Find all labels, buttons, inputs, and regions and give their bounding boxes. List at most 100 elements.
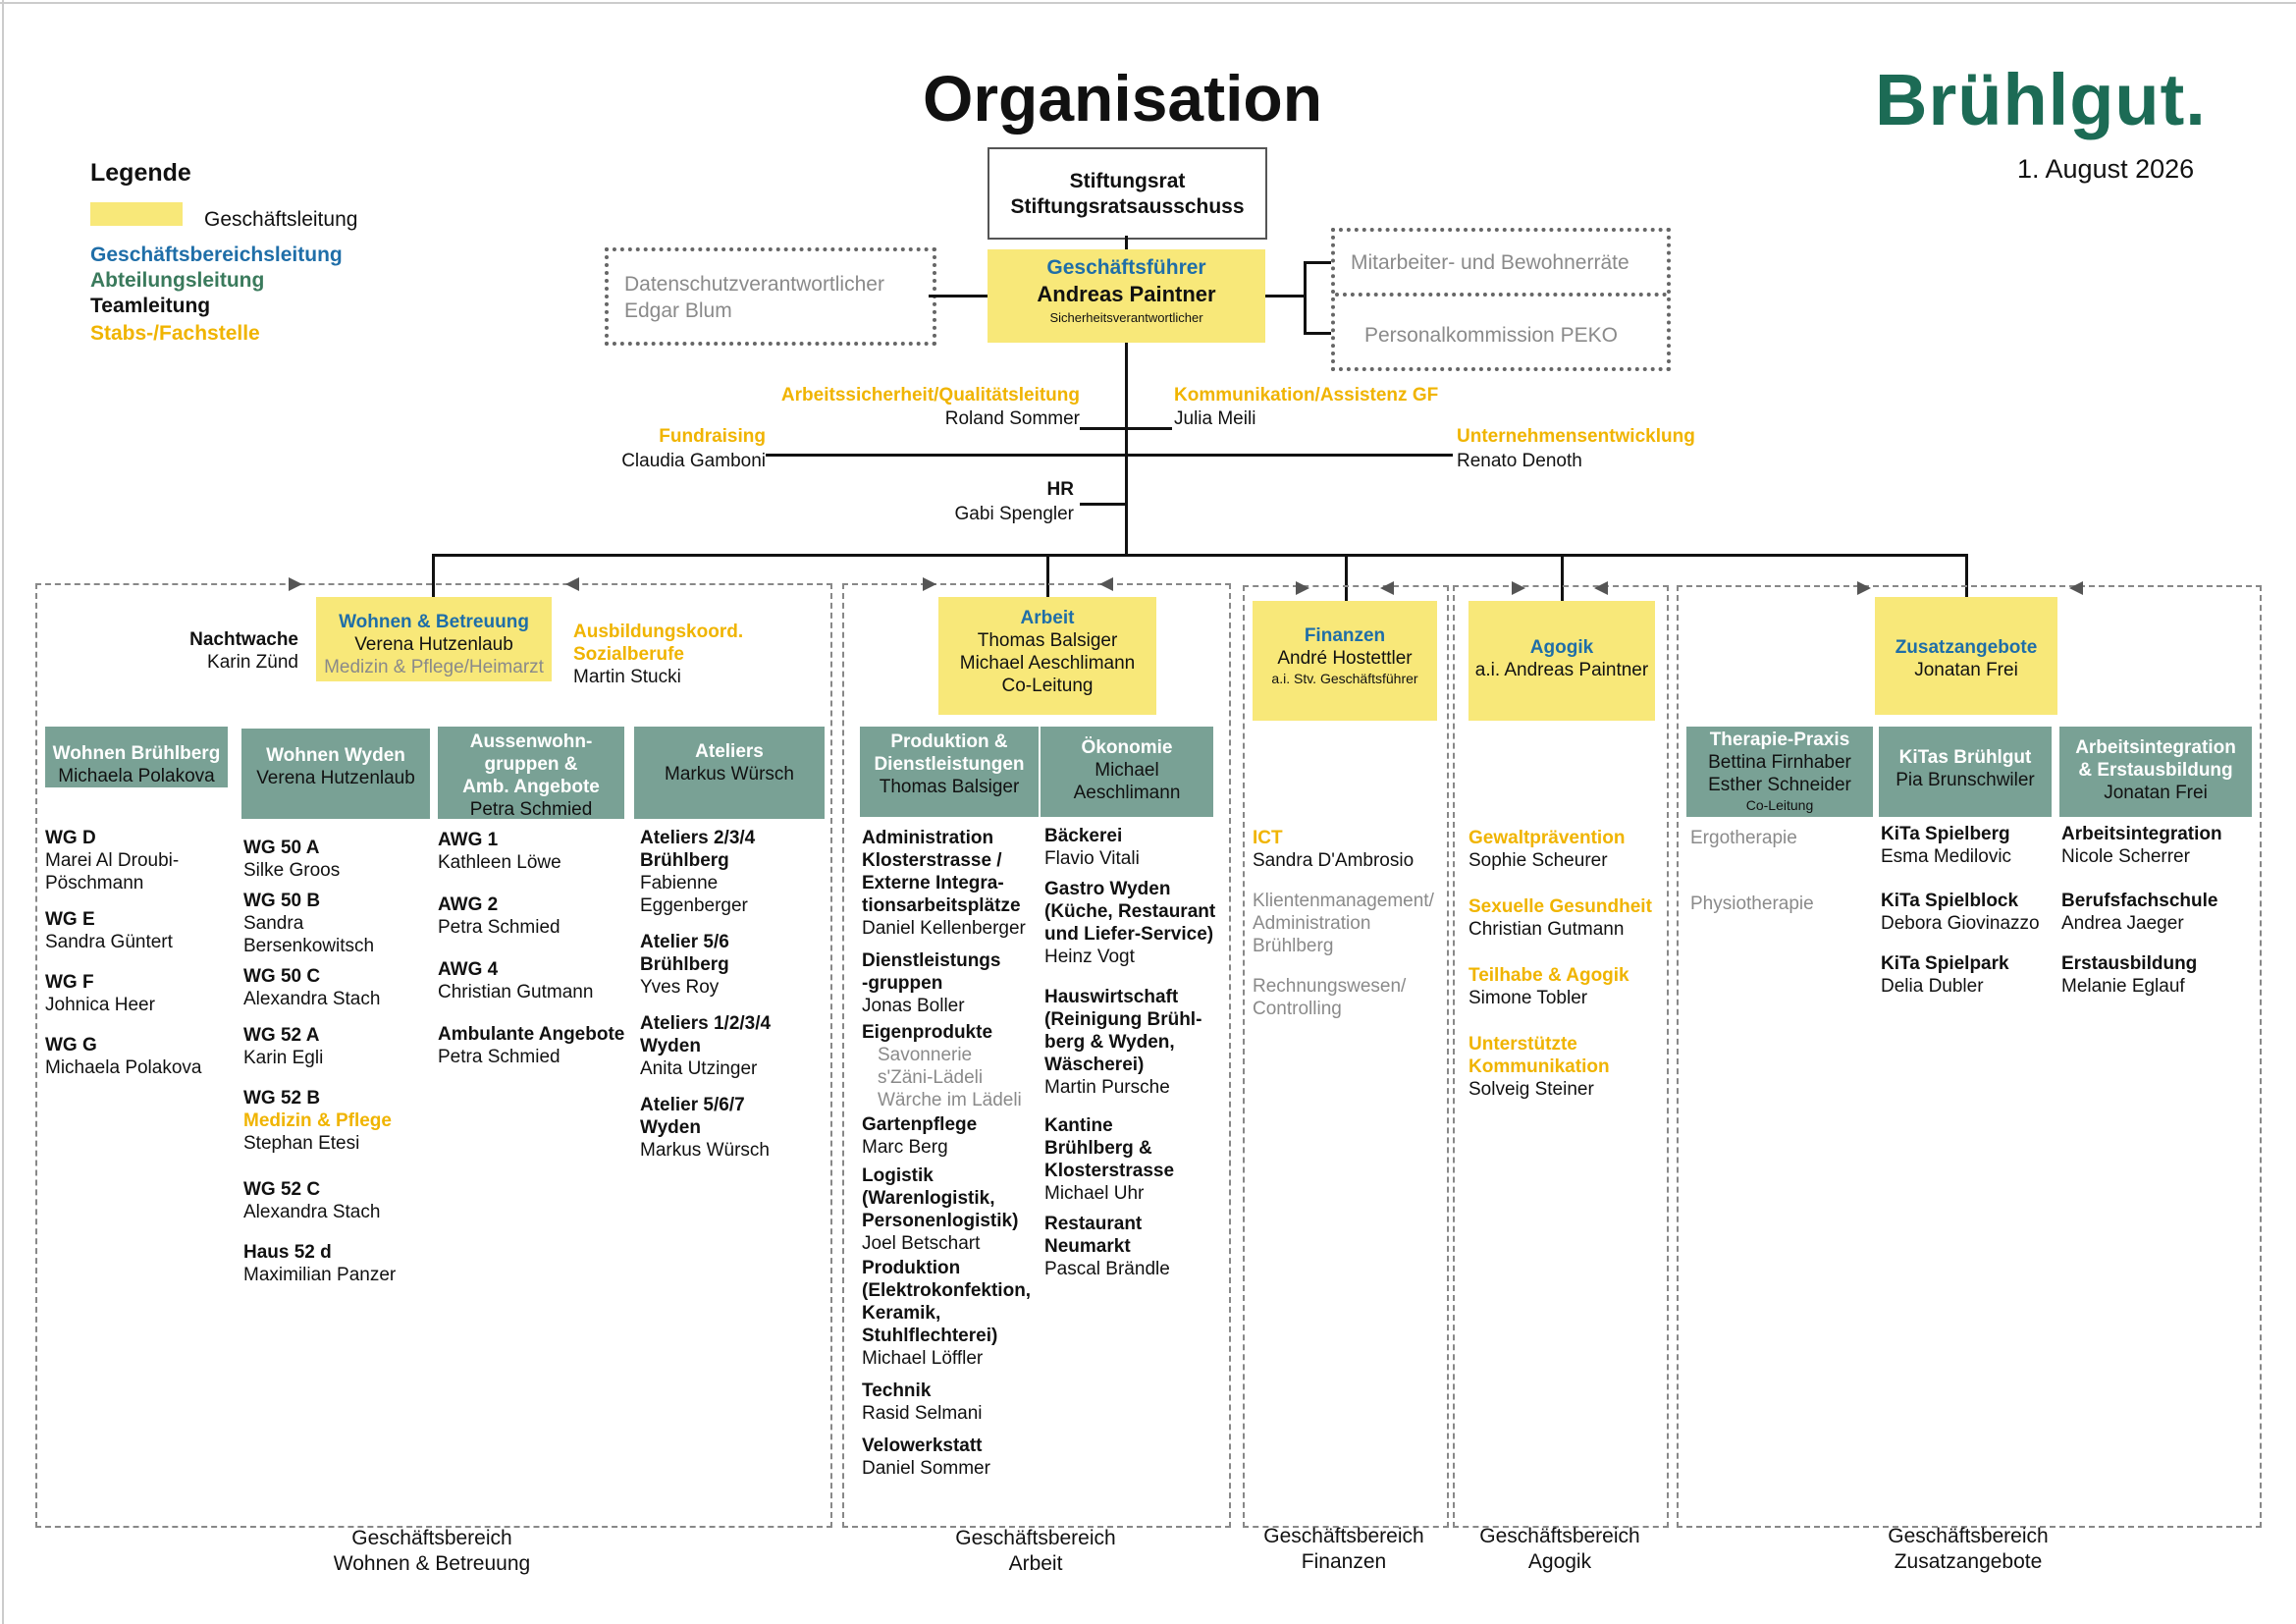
list-item: Logistik(Warenlogistik,Personenlogistik)… <box>862 1165 1019 1254</box>
mbr-divider <box>1335 293 1667 297</box>
arbeitsintegration-head: Arbeitsintegration & Erstausbildung Jona… <box>2059 727 2252 817</box>
connector <box>1080 503 1127 506</box>
comm-name: Julia Meili <box>1174 408 1256 429</box>
therapie-head: Therapie-Praxis Bettina Firnhaber Esther… <box>1686 727 1873 817</box>
connector <box>1125 236 1128 249</box>
quality-name: Roland Sommer <box>944 408 1080 429</box>
mbr-box: Mitarbeiter- und Bewohnerräte Personalko… <box>1331 228 1671 371</box>
col-name: Petra Schmied <box>469 799 593 820</box>
connector <box>1561 554 1564 601</box>
arrow-right-icon <box>1857 581 1871 595</box>
fund-name: Claudia Gamboni <box>621 451 766 471</box>
abk-title-2: Sozialberufe <box>573 644 684 665</box>
arrow-right-icon <box>289 577 302 591</box>
finanzen-footer: Geschäftsbereich Finanzen <box>1263 1525 1424 1573</box>
connector <box>1304 332 1331 335</box>
finanzen-head-box: Finanzen André Hostettler a.i. Stv. Gesc… <box>1253 601 1437 721</box>
arrow-right-icon <box>1512 581 1525 595</box>
arrow-left-icon <box>2069 581 2083 595</box>
col-title: KiTas Brühlgut <box>1898 747 2032 768</box>
finanzen-head-title: Finanzen <box>1304 625 1386 646</box>
col-name: Pia Brunschwiler <box>1896 770 2035 790</box>
night-name: Karin Zünd <box>207 652 298 673</box>
abk-name: Martin Stucki <box>573 667 681 687</box>
connector <box>1304 261 1331 264</box>
arbeit-footer: Geschäftsbereich Arbeit <box>955 1527 1116 1575</box>
legend-sf: Stabs-/Fachstelle <box>90 322 260 345</box>
legend-tl: Teamleitung <box>90 295 211 317</box>
col-title: Ateliers <box>695 741 764 762</box>
connector <box>1345 554 1348 601</box>
zusatz-head-title: Zusatzangebote <box>1895 637 2038 658</box>
area-agogik <box>1453 585 1669 1528</box>
wohnen-head-box: Wohnen & Betreuung Verena Hutzenlaub Med… <box>316 597 552 681</box>
board-line-1: Stiftungsrat <box>1069 170 1186 192</box>
col-name: Thomas Balsiger <box>879 777 1020 797</box>
legend-gbl: Geschäftsbereichsleitung <box>90 244 343 266</box>
col-title: Ökonomie <box>1081 737 1173 758</box>
wohnen-bruehlberg-head: Wohnen Brühlberg Michaela Polakova <box>45 727 228 787</box>
page-title: Organisation <box>923 62 1323 135</box>
wohnen-head-title: Wohnen & Betreuung <box>339 612 529 632</box>
agogik-footer: Geschäftsbereich Agogik <box>1479 1525 1640 1573</box>
arrow-left-icon <box>1594 581 1608 595</box>
legend-al: Abteilungsleitung <box>90 269 265 292</box>
arbeit-head-title: Arbeit <box>1020 608 1075 628</box>
list-item: Produktion(Elektrokonfektion,Keramik,Stu… <box>862 1258 1032 1369</box>
wohnen-wyden-head: Wohnen Wyden Verena Hutzenlaub <box>241 729 430 819</box>
col-name: Verena Hutzenlaub <box>256 768 415 788</box>
legend-heading: Legende <box>90 159 191 187</box>
wohnen-footer: Geschäftsbereich Wohnen & Betreuung <box>333 1527 531 1575</box>
connector <box>432 554 1968 557</box>
zusatz-footer: Geschäftsbereich Zusatzangebote <box>1888 1525 2049 1573</box>
ceo-sub: Sicherheitsverantwortlicher <box>1049 310 1203 325</box>
col-name: Markus Würsch <box>665 764 794 785</box>
area-arbeit <box>842 583 1231 1528</box>
col-title: Wohnen Wyden <box>266 745 405 766</box>
arrow-left-icon <box>1380 581 1394 595</box>
abk-title-1: Ausbildungskoord. <box>573 622 744 642</box>
brand-logo: Brühlgut. <box>1875 59 2207 140</box>
finanzen-list: ICT Sandra D'Ambrosio Klientenmanagement… <box>1253 828 1434 1019</box>
produktion-head: Produktion & Dienstleistungen Thomas Bal… <box>860 727 1039 817</box>
area-zusatz <box>1677 585 2262 1528</box>
legend-gl-swatch <box>90 202 183 226</box>
connector <box>1965 554 1968 597</box>
oekonomie-head: Ökonomie Michael Aeschlimann <box>1041 727 1213 817</box>
zusatz-head-box: Zusatzangebote Jonatan Frei <box>1875 597 2057 715</box>
legend-gl-label: Geschäftsleitung <box>204 208 358 231</box>
connector <box>1080 427 1172 430</box>
connector <box>1265 295 1305 298</box>
page-frame-top <box>0 2 2296 4</box>
board-box: Stiftungsrat Stiftungsratsausschuss <box>988 147 1267 240</box>
aussenwohngruppen-head: Aussenwohn- gruppen & Amb. Angebote Petr… <box>438 727 624 820</box>
dsb-name: Edgar Blum <box>624 299 732 322</box>
page-frame-left <box>2 0 4 1624</box>
dsb-box: Datenschutzverantwortlicher Edgar Blum <box>605 247 936 346</box>
